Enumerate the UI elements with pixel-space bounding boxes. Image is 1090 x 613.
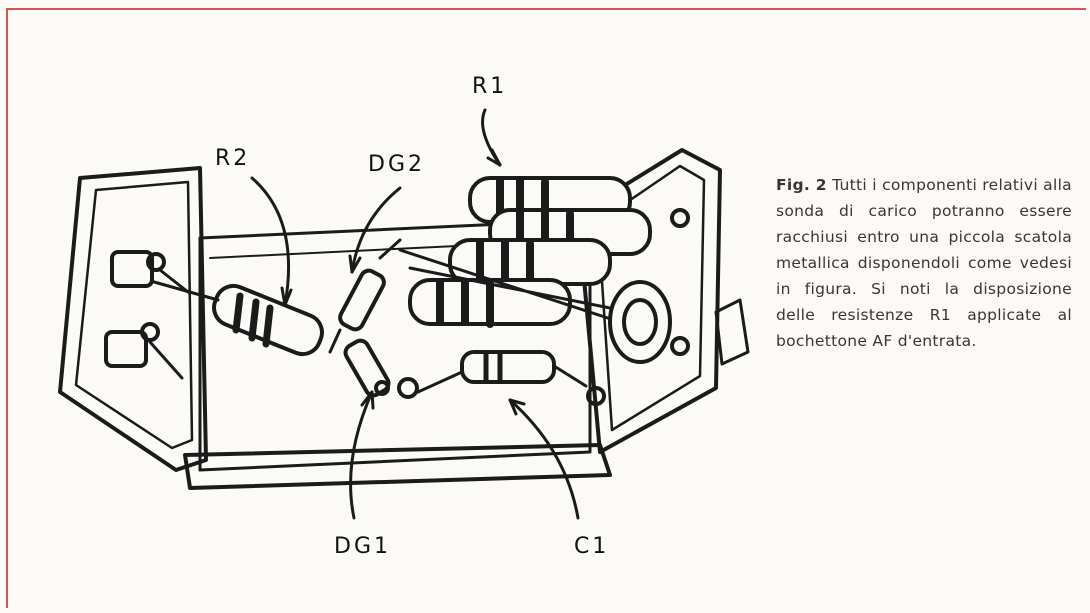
box-right-wall xyxy=(576,148,722,454)
caption-text: Tutti i componenti relativi alla sonda d… xyxy=(776,176,1072,350)
dg2-diode xyxy=(328,238,402,354)
box-left-wall xyxy=(58,166,208,472)
label-dg2: DG2 xyxy=(368,152,425,177)
caption-figure-number: Fig. 2 xyxy=(776,176,827,194)
left-connectors xyxy=(104,250,190,380)
r1-resistor-bank xyxy=(398,176,652,328)
component-box-illustration xyxy=(58,108,750,520)
af-input-connector xyxy=(608,208,750,366)
figure-frame xyxy=(6,8,1086,608)
label-r1: R1 xyxy=(472,74,508,99)
figure-caption: Fig. 2 Tutti i componenti relativi alla … xyxy=(776,172,1072,354)
r2-resistor xyxy=(138,276,324,357)
box-base xyxy=(198,218,592,472)
label-dg1: DG1 xyxy=(334,534,391,559)
dg1-diode xyxy=(343,338,419,399)
c1-capacitor xyxy=(416,350,606,406)
label-c1: C1 xyxy=(574,534,610,559)
label-r2: R2 xyxy=(215,146,251,171)
